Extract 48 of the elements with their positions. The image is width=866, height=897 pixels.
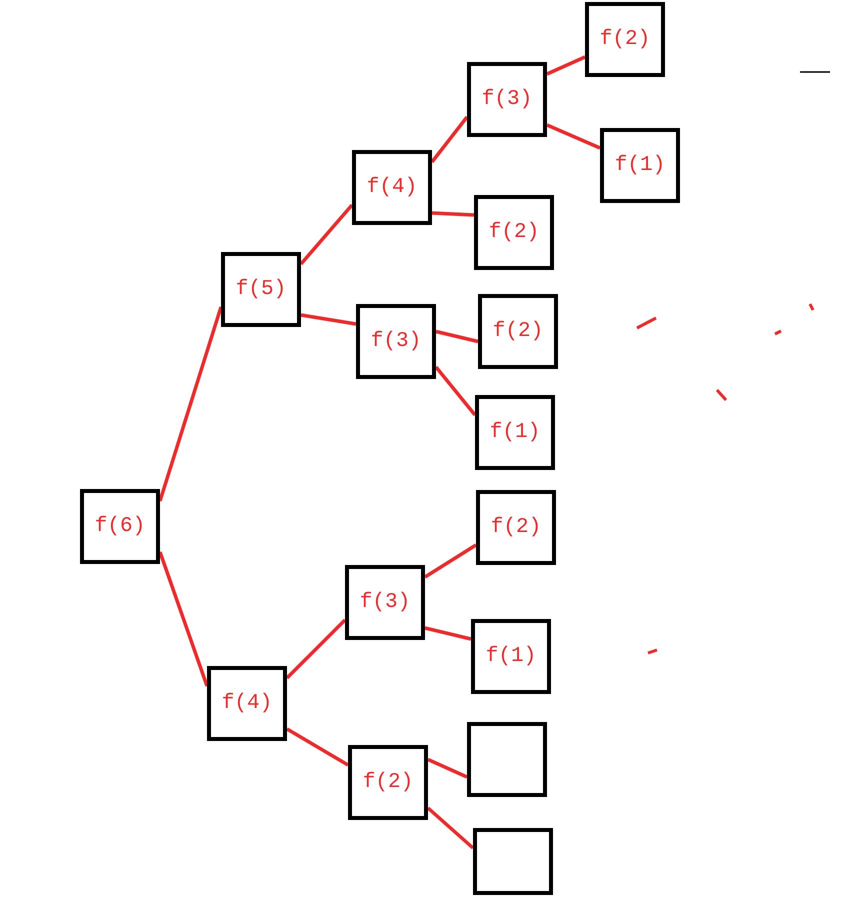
connector-line — [158, 306, 223, 502]
function-box — [356, 304, 436, 379]
connector-line — [546, 55, 586, 76]
connector-line — [434, 366, 476, 416]
node-label: f(3) — [370, 330, 422, 353]
node-label: f(6) — [94, 515, 146, 538]
box-node — [473, 828, 553, 895]
node-label: f(1) — [490, 421, 540, 444]
connector-line — [300, 313, 356, 326]
function-box — [478, 294, 558, 369]
function-box — [348, 745, 428, 820]
connector-line — [286, 618, 346, 680]
node-label: f(2) — [490, 516, 542, 539]
connector-line — [426, 806, 474, 850]
box-node — [467, 722, 547, 797]
node-label: f(5) — [236, 278, 286, 301]
node-label: f(1) — [614, 154, 666, 177]
function-box — [345, 565, 425, 640]
connector-line — [300, 204, 354, 266]
connector-line — [424, 626, 472, 641]
function-box — [352, 150, 432, 225]
function-box — [207, 666, 287, 741]
node-label: f(1) — [486, 645, 536, 668]
connector-line — [546, 123, 601, 150]
function-box — [475, 395, 555, 470]
function-box — [467, 62, 547, 137]
node-label: f(4) — [366, 176, 418, 199]
node-label: f(4) — [222, 692, 272, 715]
function-box — [474, 195, 554, 270]
function-box — [476, 490, 556, 565]
function-box — [585, 2, 665, 77]
connector-line — [158, 551, 209, 687]
connector-line — [432, 211, 474, 217]
node-label: f(2) — [492, 320, 544, 343]
connector-line — [427, 758, 468, 779]
connector-line — [424, 544, 477, 578]
function-box — [221, 252, 301, 327]
node-label: f(2) — [362, 771, 414, 794]
connector-line — [436, 330, 478, 344]
node-label: f(3) — [360, 591, 410, 614]
node-label: f(2) — [600, 28, 650, 51]
connector-line — [286, 728, 349, 766]
node-label: f(3) — [482, 88, 532, 111]
node-label: f(2) — [488, 221, 540, 244]
function-box — [600, 128, 680, 203]
function-box — [80, 489, 160, 564]
function-box — [471, 619, 551, 694]
connector-line — [430, 116, 468, 164]
